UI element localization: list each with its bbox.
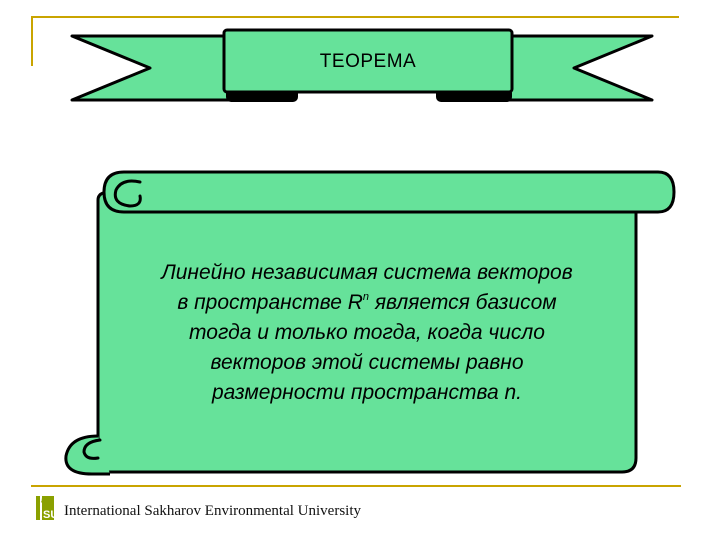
university-name: International Sakharov Environmental Uni… (64, 503, 362, 519)
theorem-superscript-n: n (362, 291, 369, 303)
frame-line-left (31, 16, 33, 66)
scroll-top-curl (113, 179, 142, 208)
theorem-line-2-start: в пространстве R (177, 291, 363, 314)
frame-line-top (31, 16, 679, 18)
scroll-top-roll (102, 170, 676, 214)
iseu-logo: a SU (36, 495, 58, 521)
theorem-line-4: векторов этой системы равно (210, 351, 524, 374)
svg-text:SU: SU (43, 509, 58, 521)
theorem-line-1: Линейно независимая система векторов (161, 261, 573, 284)
scroll-body (96, 190, 638, 474)
banner-left-tail (70, 34, 238, 102)
theorem-line-2: в пространстве Rn является базисом (112, 288, 622, 318)
svg-text:a: a (41, 495, 47, 505)
scroll-bottom-curl (64, 434, 110, 476)
banner-right-tail (496, 34, 654, 102)
banner-center (222, 28, 514, 94)
scroll-bottom-curl-inner (82, 438, 102, 460)
theorem-line-2-end: является базисом (369, 291, 557, 314)
theorem-text: Линейно независимая система векторов в п… (112, 258, 622, 408)
banner-title: ТЕОРЕМА (319, 51, 417, 72)
theorem-line-5: размерности пространства n. (211, 381, 523, 404)
theorem-line-3: тогда и только тогда, когда число (189, 321, 545, 344)
frame-line-bottom (31, 485, 681, 487)
